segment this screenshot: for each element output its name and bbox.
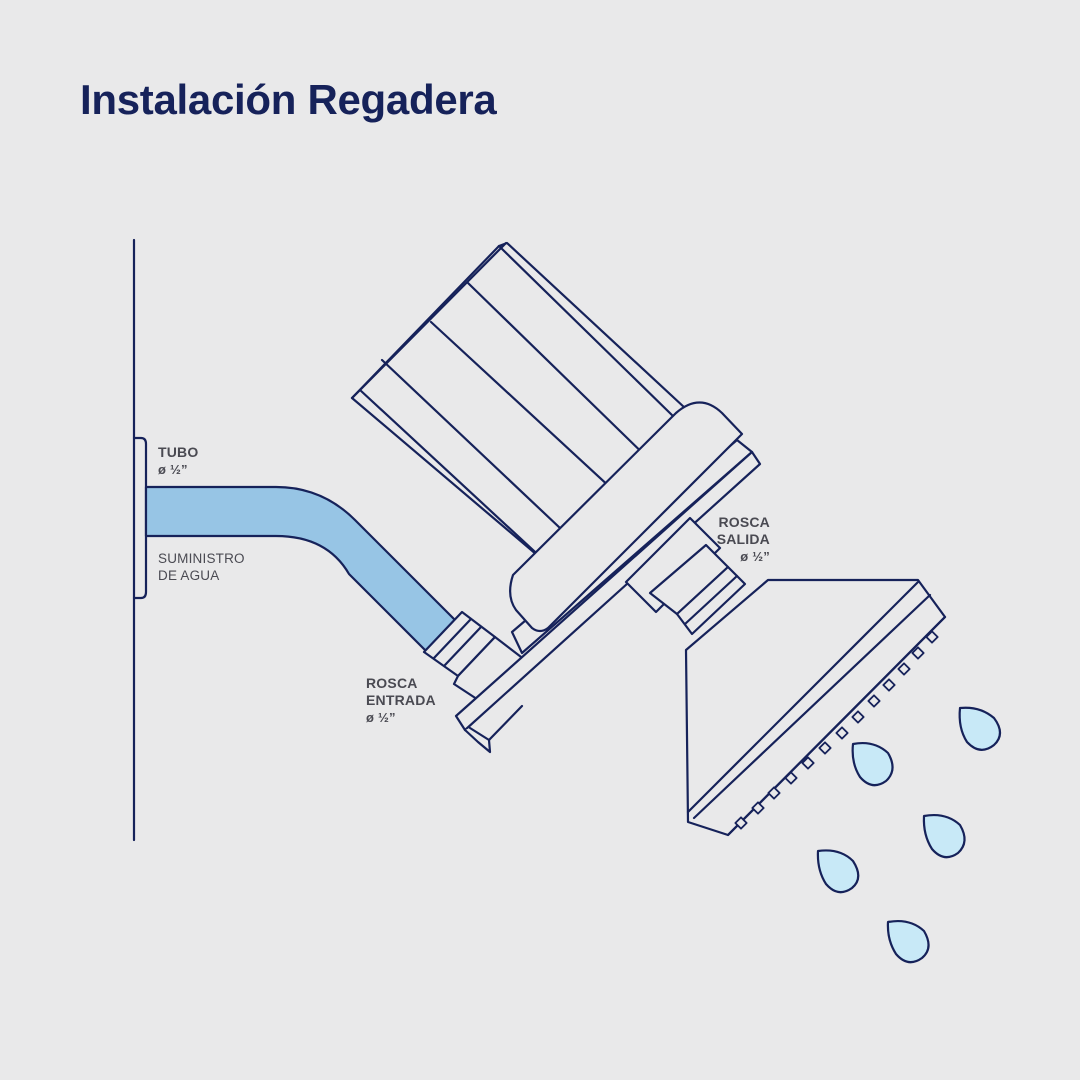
label-tubo-name: TUBO [158, 444, 199, 460]
label-rosca-entrada: ROSCA ENTRADA ø ½” [366, 675, 436, 726]
filter-cap [509, 401, 744, 633]
inlet-thread [422, 610, 527, 707]
water-drop [958, 706, 1002, 751]
label-rosca-salida-line2: SALIDA [716, 531, 770, 547]
page-title: Instalación Regadera [80, 76, 497, 123]
label-rosca-entrada-line1: ROSCA [366, 675, 418, 691]
label-rosca-entrada-size: ø ½” [366, 710, 396, 725]
water-drops [816, 706, 1002, 964]
label-tubo: TUBO ø ½” [158, 444, 198, 478]
shower-head [684, 578, 947, 837]
label-suministro-line1: SUMINISTRO [158, 551, 245, 566]
water-drop [886, 919, 930, 964]
label-suministro-line2: DE AGUA [158, 568, 220, 583]
wall-flange [132, 436, 148, 600]
outlet-neck [624, 516, 722, 614]
label-rosca-salida-line1: ROSCA [718, 514, 770, 530]
water-drop [922, 813, 966, 859]
shower-nozzles [734, 630, 939, 830]
label-tubo-size: ø ½” [158, 462, 188, 477]
outlet-thread [648, 543, 747, 636]
label-suministro: SUMINISTRO DE AGUA [158, 550, 245, 584]
water-drop [851, 741, 894, 787]
label-rosca-salida-size: ø ½” [740, 549, 770, 564]
label-rosca-salida: ROSCA SALIDA ø ½” [690, 514, 770, 565]
water-drop [816, 849, 860, 894]
label-rosca-entrada-line2: ENTRADA [366, 692, 436, 708]
